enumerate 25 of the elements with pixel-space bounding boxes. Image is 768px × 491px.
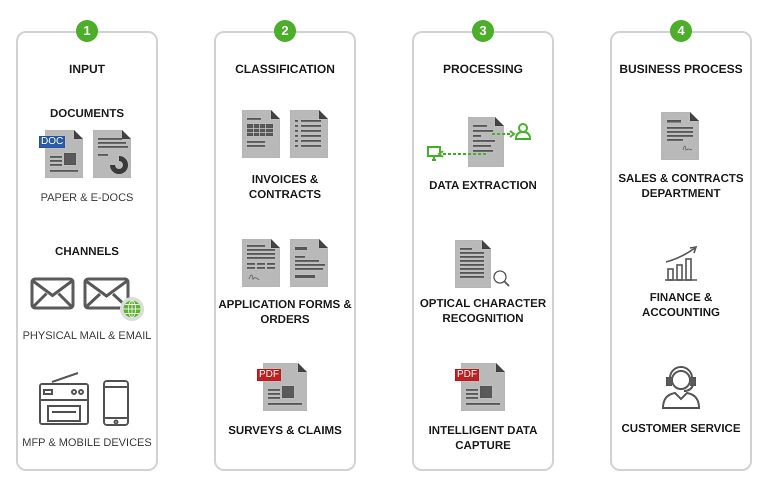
- item-label: MFP & MOBILE DEVICES: [21, 436, 153, 451]
- item-label: OPTICAL CHARACTER RECOGNITION: [418, 297, 548, 327]
- file-type-tag: PDF: [455, 369, 479, 381]
- item-label: DOCUMENTS: [48, 107, 126, 122]
- item-label: SURVEYS & CLAIMS: [227, 424, 343, 439]
- item-label: SALES & CONTRACTS DEPARTMENT: [617, 172, 745, 202]
- item-label: INVOICES & CONTRACTS: [248, 173, 322, 203]
- stage-heading: BUSINESS PROCESS: [618, 62, 744, 77]
- step-number-badge: 2: [274, 20, 296, 42]
- stage-heading: CLASSIFICATION: [234, 62, 336, 77]
- item-label: DATA EXTRACTION: [428, 179, 538, 194]
- stage-heading: PROCESSING: [442, 62, 524, 77]
- step-number-badge: 3: [472, 20, 494, 42]
- item-label: FINANCE & ACCOUNTING: [641, 291, 721, 321]
- item-label: PAPER & E-DOCS: [40, 191, 134, 206]
- item-label: CUSTOMER SERVICE: [620, 422, 742, 437]
- step-number-badge: 4: [670, 20, 692, 42]
- item-label: PHYSICAL MAIL & EMAIL: [22, 329, 152, 344]
- item-label: APPLICATION FORMS & ORDERS: [218, 298, 352, 328]
- item-label: CHANNELS: [54, 245, 120, 260]
- file-type-tag: DOC: [39, 136, 66, 148]
- file-type-tag: PDF: [257, 369, 281, 381]
- item-label: INTELLIGENT DATA CAPTURE: [428, 424, 538, 454]
- stage-heading: INPUT: [68, 62, 106, 77]
- step-number-badge: 1: [76, 20, 98, 42]
